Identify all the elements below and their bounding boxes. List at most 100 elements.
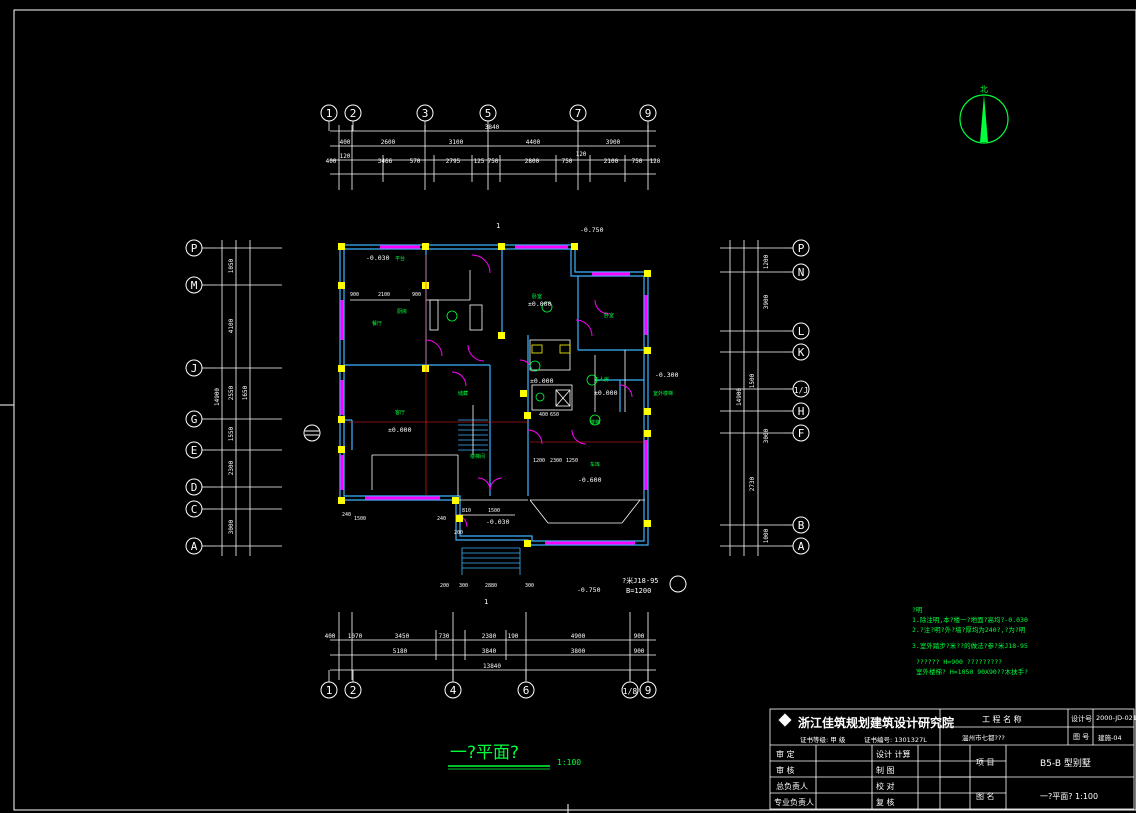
dim-text-top: 3840 400 2600 3100 4400 3900 400 120 346… — [326, 124, 661, 165]
svg-text:平台: 平台 — [395, 255, 405, 262]
axis-label-bottom-4: 1/8 — [623, 687, 638, 696]
svg-text:240: 240 — [342, 512, 351, 518]
axis-label-left-1: M — [191, 279, 198, 292]
note-0: ?明 — [912, 606, 923, 614]
interior-dims: 900 2100 900 1200 2300 1250 400 650 810 … — [342, 292, 578, 589]
room-labels: 餐厅 平台 卧室 卧室 客厅 储藏 楼梯间 工人房 车库 楼梯 厨房 室外楼梯 — [372, 255, 673, 468]
axis-label-left-3: G — [191, 413, 198, 426]
level-6: ±0.000 — [594, 389, 618, 397]
title-block — [769, 708, 1135, 810]
grid-left: P M J G E DC A — [185, 239, 215, 555]
axis-bubble-left-6: C — [185, 500, 215, 518]
svg-text:室外楼梯: 室外楼梯 — [653, 390, 673, 397]
dim-right-6: 14900 — [736, 388, 743, 406]
dim-text-right: 1200 3900 1500 3000 2730 1000 14900 — [736, 254, 770, 543]
row-0-label2: 设计 计算 — [876, 750, 911, 759]
columns — [338, 243, 651, 547]
axis-bubble-right-2: L — [784, 322, 810, 340]
dim-top-3-11: 750 — [632, 158, 643, 165]
dim-top-3-2: 3466 — [378, 158, 393, 165]
axis-bubble-right-6: F — [784, 424, 810, 442]
svg-text:810: 810 — [462, 508, 471, 514]
axis-bubble-left-2: J — [185, 359, 215, 377]
cert-grade: 证书等级: 甲 级 — [800, 736, 846, 744]
figure-value: 一?平面? 1:100 — [1040, 792, 1099, 801]
axis-bubble-right-1: N — [784, 263, 810, 281]
axis-label-right-8: A — [798, 540, 805, 553]
dim-right-3: 3000 — [763, 428, 770, 443]
level-9: -0.750 — [577, 586, 601, 594]
axis-label-top-5: 9 — [645, 107, 652, 120]
axis-bubble-left-0: P — [185, 239, 215, 257]
dim-top-overall: 3840 — [485, 124, 500, 131]
axis-bubble-left-7: A — [185, 537, 215, 555]
svg-text:厨房: 厨房 — [397, 308, 407, 315]
floor-plan: 餐厅 平台 卧室 卧室 客厅 储藏 楼梯间 工人房 车库 楼梯 厨房 室外楼梯 … — [303, 222, 687, 606]
svg-text:卧室: 卧室 — [532, 293, 542, 300]
axis-label-left-5: D — [191, 481, 198, 494]
dimensions-top — [330, 125, 656, 190]
row-0-label: 审 定 — [776, 750, 795, 759]
dim-bot-2-2: 3800 — [571, 648, 586, 655]
dim-bot-1-0: 400 — [325, 633, 336, 640]
axis-label-right-5: H — [798, 405, 805, 418]
design-no: 2000-JD-021 — [1096, 714, 1136, 722]
svg-text:客厅: 客厅 — [395, 409, 405, 416]
dim-bot-1-2: 3450 — [395, 633, 410, 640]
dim-top-3-6: 750 — [488, 158, 499, 165]
project-value: B5-B 型别墅 — [1040, 759, 1091, 769]
windows — [340, 245, 648, 545]
svg-text:2300: 2300 — [550, 458, 562, 464]
axis-bubble-right-7: B — [784, 516, 810, 534]
dim-left-0: 1050 — [228, 258, 235, 273]
dim-top-2-0: 400 — [340, 139, 351, 146]
dimensions-bottom — [330, 612, 656, 680]
axis-label-left-2: J — [191, 362, 198, 375]
svg-text:2880: 2880 — [485, 583, 497, 589]
axis-label-bottom-1: 2 — [350, 684, 357, 697]
north-label: 北 — [980, 85, 988, 94]
dimensions-right — [720, 240, 784, 556]
svg-text:楼梯: 楼梯 — [590, 419, 600, 426]
svg-text:工人房: 工人房 — [594, 376, 609, 383]
axis-label-bottom-3: 6 — [523, 684, 530, 697]
svg-text:400: 400 — [539, 412, 548, 418]
axis-label-right-0: P — [798, 242, 805, 255]
axis-lines — [349, 255, 648, 495]
axis-bubble-bottom-1: 2 — [344, 670, 362, 699]
svg-text:卧室: 卧室 — [604, 312, 614, 319]
dim-top-2-3: 4400 — [526, 139, 541, 146]
dim-top-3-3: 570 — [410, 158, 421, 165]
drawing-title: 一?平面? — [450, 743, 519, 763]
axis-label-bottom-5: 9 — [645, 684, 652, 697]
cert-no: 证书编号: 1301327L — [864, 736, 927, 744]
axis-label-left-0: P — [191, 242, 198, 255]
axis-label-right-6: F — [798, 427, 805, 440]
svg-text:300: 300 — [459, 583, 468, 589]
axis-label-right-3: K — [798, 346, 805, 359]
stair-note: ?米J18-95 B=1200 — [622, 576, 659, 595]
svg-text:1250: 1250 — [566, 458, 578, 464]
svg-text:900: 900 — [350, 292, 359, 298]
design-no-label: 设计号 — [1071, 715, 1092, 723]
stairs — [458, 405, 521, 575]
dim-top-3-0: 400 — [326, 158, 337, 165]
dim-bot-overall: 13840 — [483, 663, 501, 670]
section-marks: 1 1 — [303, 222, 687, 606]
axis-bubble-left-4: E — [185, 441, 215, 459]
svg-text:2100: 2100 — [378, 292, 390, 298]
level-4: ±0.000 — [530, 377, 554, 385]
dim-bot-1-7: 900 — [634, 633, 645, 640]
dim-right-0: 1200 — [763, 254, 770, 269]
svg-text:650: 650 — [550, 412, 559, 418]
axis-label-right-1: N — [798, 266, 805, 279]
dim-left-7: 14900 — [214, 388, 221, 406]
axis-label-top-4: 7 — [575, 107, 582, 120]
dim-left-6: 3000 — [228, 519, 235, 534]
dim-left-3: 2550 — [228, 385, 235, 400]
drawing-no-label: 图 号 — [1073, 733, 1090, 741]
project-name: 温州市七都??? — [962, 734, 1005, 742]
note-3: 3.室外踏步?米??的做法?参?米J18-95 — [912, 641, 1028, 650]
